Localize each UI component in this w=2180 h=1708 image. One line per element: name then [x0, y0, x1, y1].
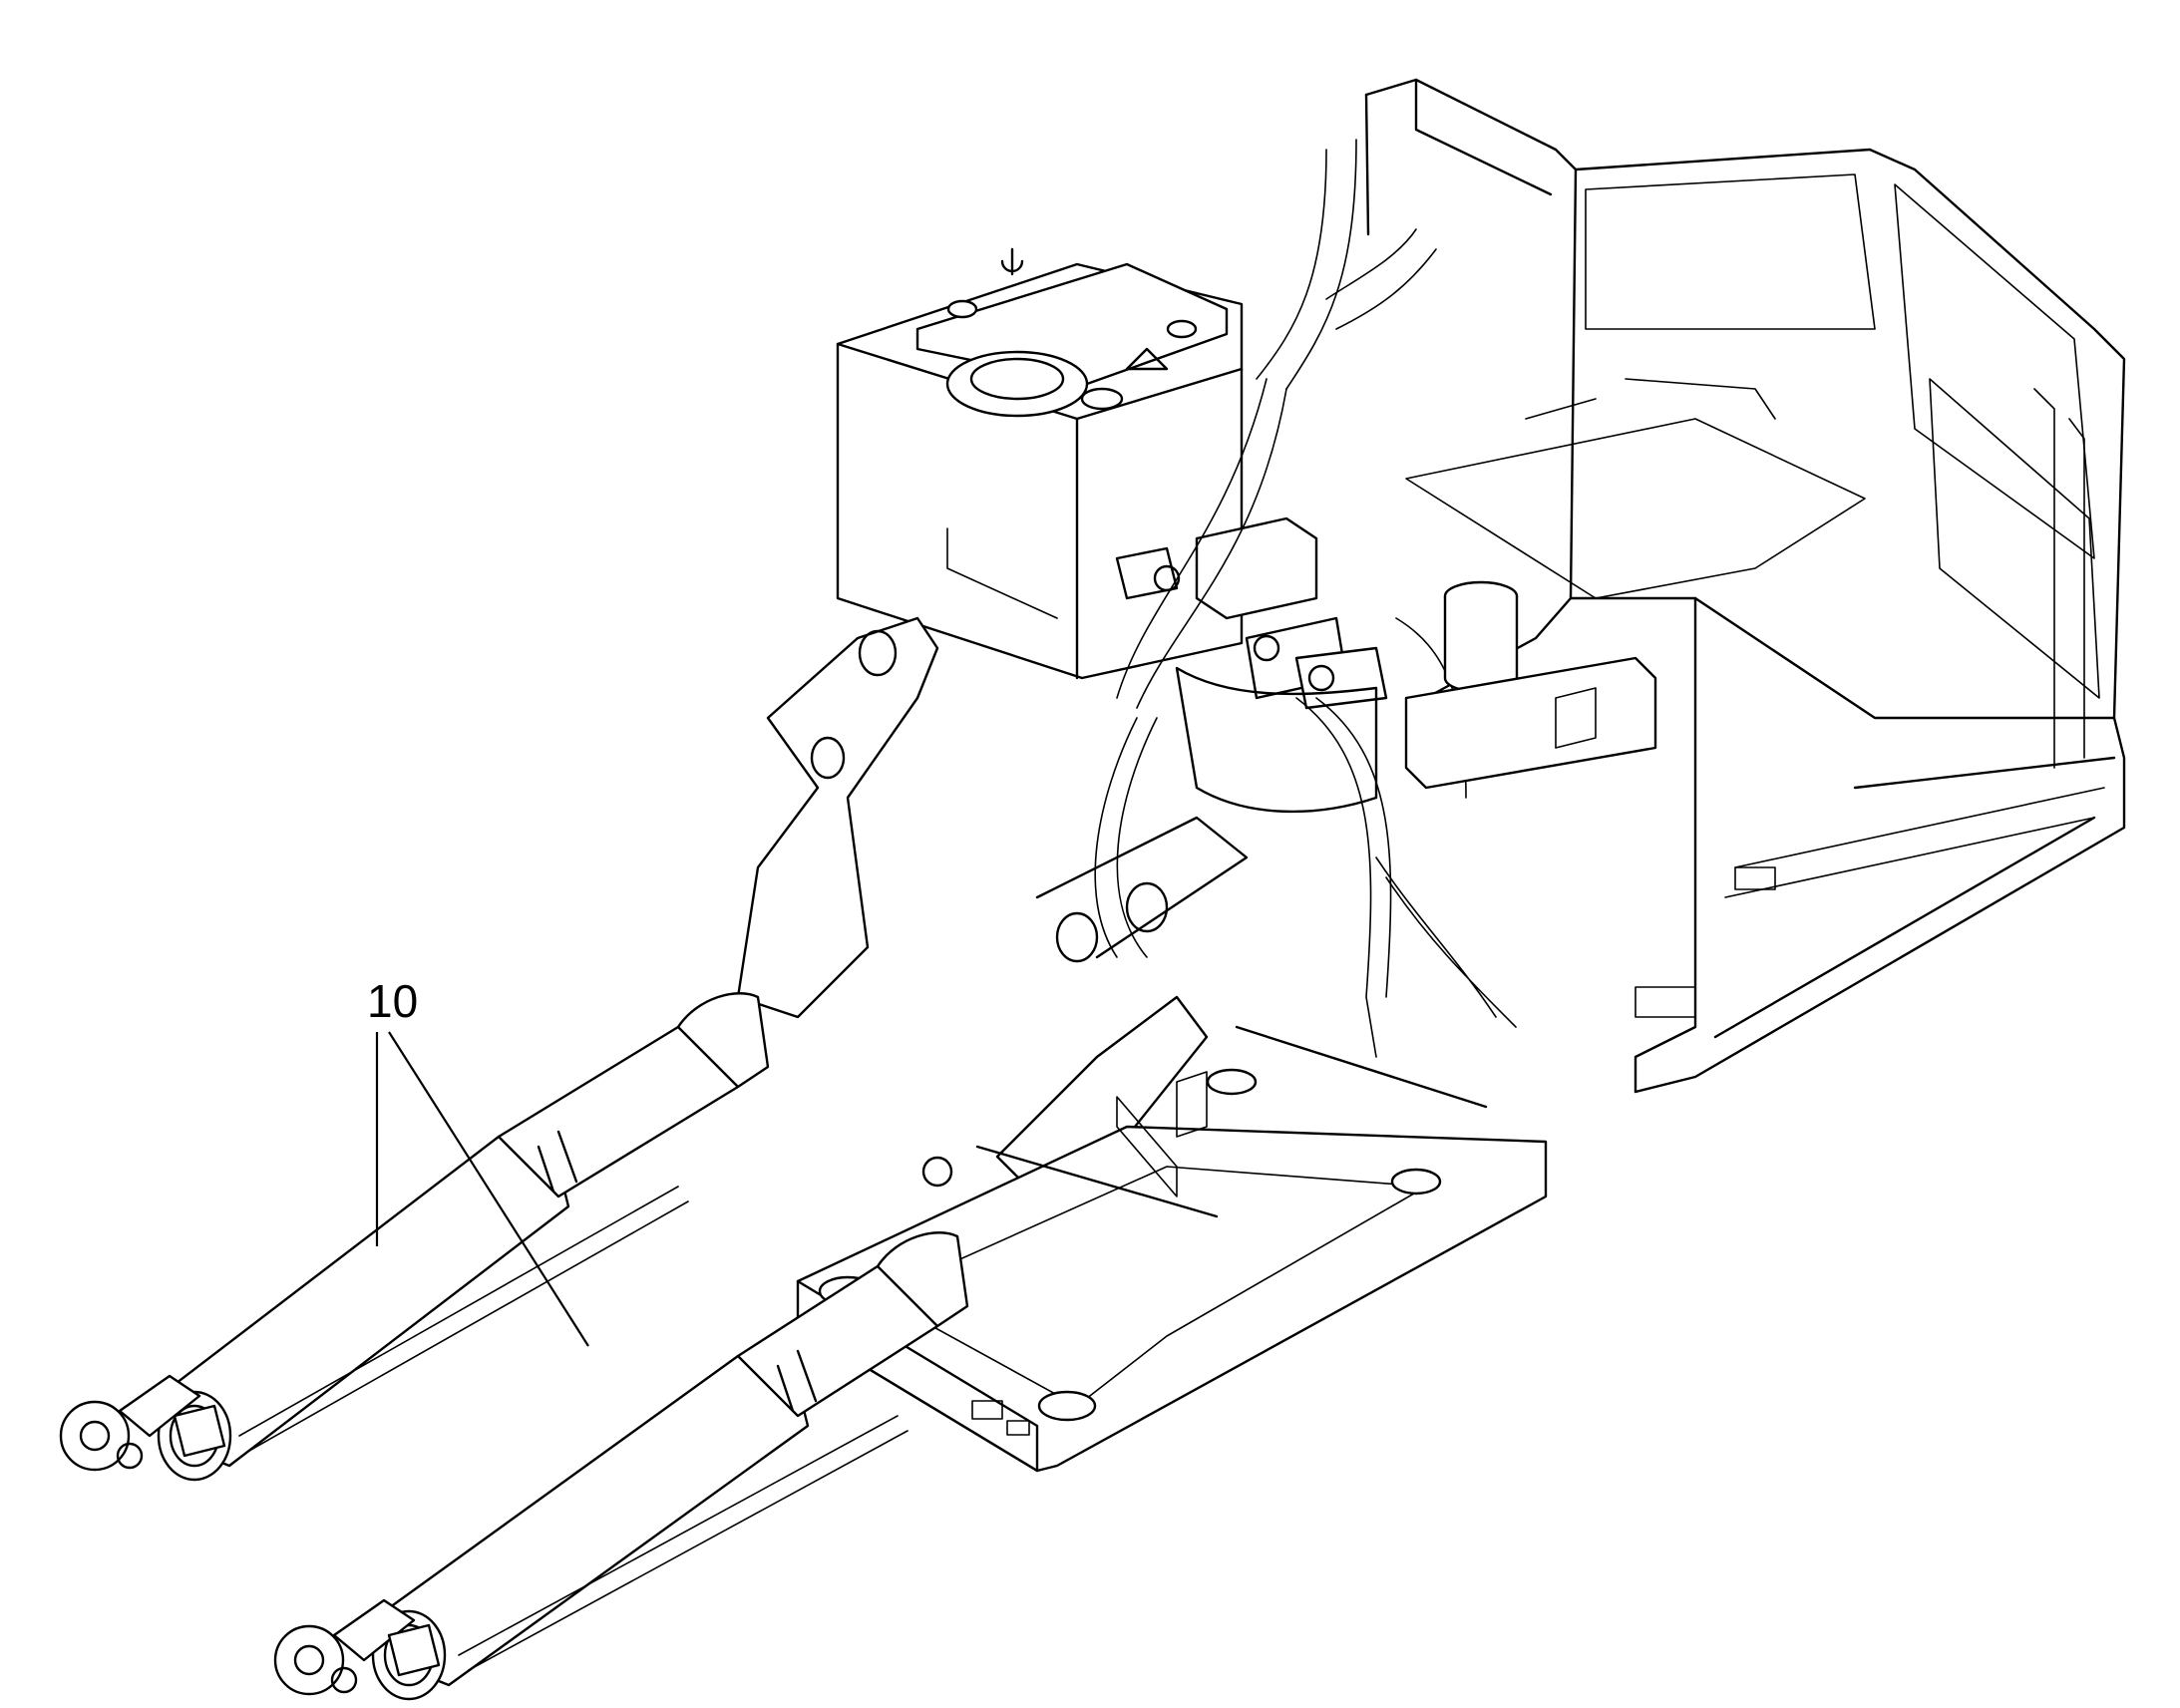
cab-frame: [1364, 78, 2126, 1094]
swing-bracket: [736, 616, 1249, 1218]
valve-block-and-hoses: [1094, 139, 1517, 1058]
boom-cylinder-right: [273, 1156, 969, 1701]
leader-line-2: [388, 1031, 589, 1347]
hydraulic-tank: [836, 247, 1244, 680]
boom-cylinder-left: [59, 992, 770, 1482]
callout-label: 10: [367, 975, 418, 1027]
callout-10: 10: [367, 975, 589, 1347]
electric-pump-motor: [1404, 580, 1657, 790]
